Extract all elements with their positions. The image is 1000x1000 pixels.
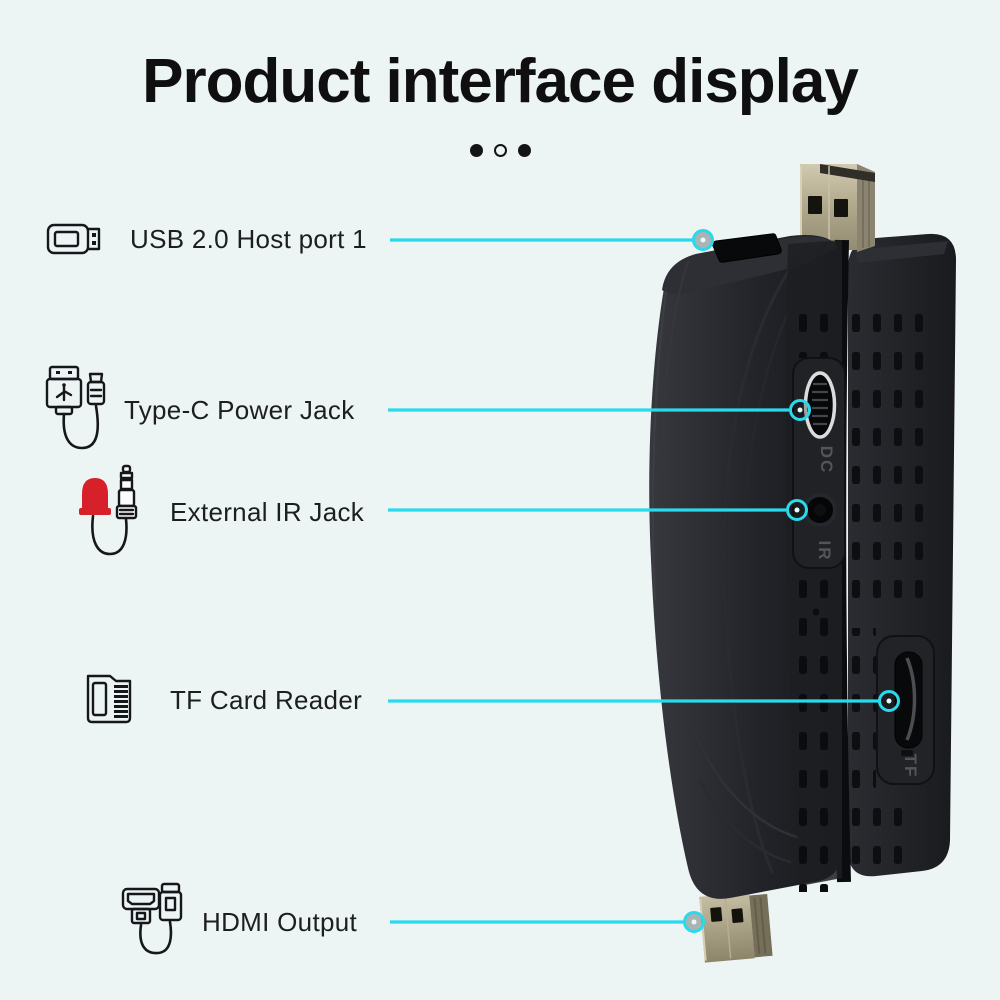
- callout-label-text: TF Card Reader: [170, 684, 363, 715]
- callout-tf-card-reader: TF Card Reader: [76, 672, 362, 728]
- type-c-port: [803, 371, 837, 439]
- device-front-stick: DC IR: [649, 233, 846, 899]
- callout-label-text: Type-C Power Jack: [124, 394, 355, 425]
- vent-slots: [797, 576, 833, 892]
- ir-port-label: IR: [815, 541, 834, 562]
- callout-hdmi-output: HDMI Output: [120, 882, 357, 962]
- callout-label-text: USB 2.0 Host port 1: [130, 223, 367, 254]
- screw-hole: [812, 608, 820, 616]
- callout-external-ir: External IR Jack: [76, 464, 364, 560]
- carousel-dots: [0, 144, 1000, 157]
- callout-label-text: HDMI Output: [202, 906, 358, 937]
- carousel-dot-filled: [469, 144, 483, 157]
- tf-slot-panel: TF: [876, 635, 935, 785]
- callout-usb-host-port: USB 2.0 Host port 1: [46, 214, 367, 264]
- hdmi-cable-icon: [121, 882, 183, 955]
- bottom-hdmi-connector: [699, 892, 773, 963]
- usb-cable-icon: [45, 365, 106, 450]
- carousel-dot-hollow: [493, 144, 507, 157]
- tf-card-icon: [86, 674, 132, 724]
- ir-cable-icon: [79, 464, 138, 556]
- vent-slots: [850, 628, 876, 794]
- carousel-dot-filled: [517, 144, 531, 157]
- callout-lines: [388, 229, 900, 933]
- dc-ir-port-panel: DC IR: [792, 357, 846, 569]
- usb-plug-icon: [46, 223, 101, 255]
- tf-card-slot: [894, 651, 923, 749]
- vent-slots: [850, 792, 914, 866]
- callout-label-text: External IR Jack: [170, 496, 365, 527]
- dc-port-label: DC: [817, 446, 836, 475]
- vent-slots: [850, 300, 928, 600]
- page-title: Product interface display: [142, 47, 859, 116]
- vent-slots: [797, 296, 833, 358]
- tf-slot-label: TF: [901, 754, 920, 779]
- callout-type-c-power: Type-C Power Jack: [44, 364, 355, 456]
